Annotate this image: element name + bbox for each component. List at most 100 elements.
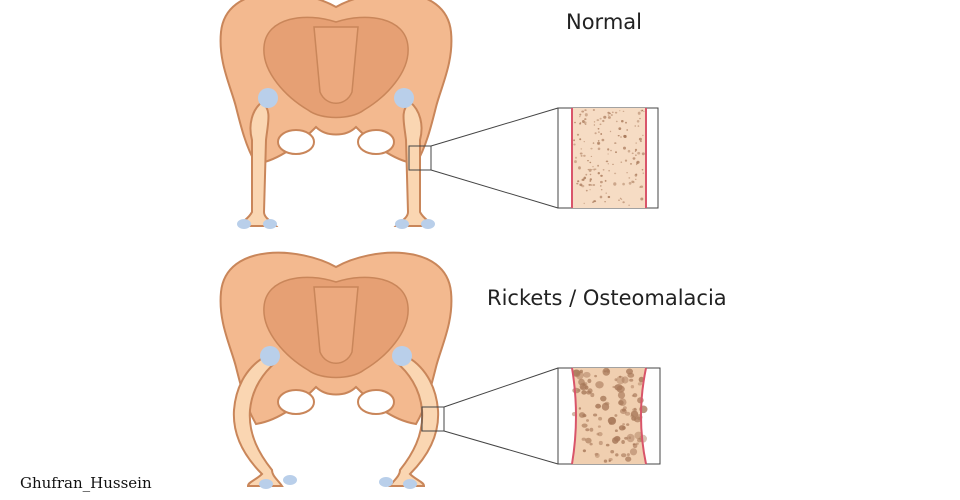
marrow-pore [584, 118, 587, 121]
knee-joint-right-rickets-2 [403, 479, 417, 489]
marrow-pore [614, 172, 617, 175]
marrow-pore [636, 162, 639, 165]
marrow-pore [614, 111, 618, 114]
marrow-pore [630, 163, 632, 165]
marrow-pore [599, 117, 602, 120]
normal-figure [219, 0, 659, 229]
marrow-pore [589, 180, 592, 182]
marrow-pore [628, 436, 631, 440]
marrow-pore [594, 374, 597, 378]
marrow-pore [635, 154, 637, 156]
marrow-pore [590, 155, 593, 157]
marrow-pore [642, 172, 645, 174]
marrow-pore [589, 442, 593, 446]
marrow-pore [620, 161, 623, 163]
marrow-pore [583, 141, 585, 143]
marrow-pore [582, 449, 587, 453]
marrow-pore [631, 416, 637, 421]
marrow-pore [591, 169, 593, 170]
marrow-pore [631, 180, 634, 183]
marrow-pore [593, 413, 598, 417]
marrow-pore [639, 140, 642, 143]
marrow-pore [626, 423, 630, 426]
marrow-pore [603, 370, 607, 373]
marrow-pore [579, 138, 582, 141]
knee-joint-right-normal-2 [421, 219, 435, 229]
marrow-pore [606, 369, 610, 373]
marrow-pore [637, 151, 641, 155]
marrow-pore [622, 201, 625, 204]
zoom-line-bottom-rickets [443, 430, 559, 465]
marrow-pore [592, 166, 594, 168]
marrow-pore [582, 120, 585, 123]
marrow-pore [618, 199, 620, 201]
zoom-box-rickets [421, 406, 445, 432]
marrow-pore [619, 197, 622, 199]
marrow-pore [640, 109, 643, 112]
marrow-pore [597, 164, 599, 167]
marrow-pore [637, 125, 640, 127]
label-normal: Normal [566, 10, 642, 34]
marrow-pore [587, 168, 589, 171]
marrow-pore [627, 372, 635, 378]
marrow-pore [600, 189, 603, 191]
marrow-pore [604, 201, 606, 203]
marrow-pore [576, 371, 584, 380]
hip-joint-left-rickets [260, 346, 280, 366]
marrow-pore [596, 119, 600, 122]
hip-joint-left-normal [258, 88, 278, 108]
marrow-pore [581, 423, 588, 428]
marrow-pore [623, 146, 626, 150]
marrow-pore [621, 376, 629, 384]
knee-joint-right-normal [395, 219, 409, 229]
marrow-pore [590, 392, 595, 398]
marrow-pore [593, 168, 596, 171]
marrow-pore [593, 124, 596, 126]
marrow-pore [629, 448, 638, 456]
marrow-pore [575, 156, 577, 159]
marrow-pore [622, 423, 625, 426]
marrow-pore [612, 163, 614, 165]
marrow-pore [597, 425, 601, 428]
zoom-box-normal [408, 145, 432, 171]
marrow-pore [587, 160, 589, 162]
marrow-pore [583, 154, 586, 157]
marrow-pore [592, 184, 596, 186]
marrow-pore [589, 427, 594, 432]
author-credit: Ghufran_Hussein [20, 474, 152, 492]
marrow-pore [580, 148, 583, 150]
marrow-pore [617, 135, 620, 137]
marrow-pore [592, 109, 596, 111]
marrow-pore [622, 110, 625, 112]
marrow-pore [626, 129, 629, 131]
marrow-pore [642, 134, 644, 137]
marrow-pore [607, 163, 609, 165]
marrow-pore [614, 378, 618, 382]
marrow-pore [639, 117, 641, 120]
marrow-pore [574, 160, 577, 164]
bone-section-rickets [557, 367, 661, 465]
marrow-pore [613, 182, 617, 186]
marrow-pore [618, 400, 624, 406]
marrow-pore [582, 178, 585, 181]
marrow-pore [577, 180, 580, 183]
marrow-pore [638, 137, 642, 141]
marrow-pore [588, 168, 592, 172]
marrow-pore [634, 148, 638, 151]
marrow-pore [611, 111, 614, 114]
rickets-figure [219, 251, 661, 489]
marrow-pore [607, 111, 610, 114]
marrow-pore [614, 414, 618, 417]
marrow-pore [576, 133, 580, 136]
marrow-pore [597, 147, 601, 151]
marrow-pore [585, 173, 588, 176]
marrow-pore [636, 442, 639, 445]
knee-joint-right-rickets [379, 477, 393, 487]
marrow-pore [595, 403, 601, 409]
marrow-pore [592, 201, 594, 203]
marrow-pore [579, 152, 583, 155]
marrow-pore [578, 378, 585, 386]
marrow-pore [628, 181, 632, 185]
label-rickets-osteomalacia: Rickets / Osteomalacia [487, 286, 727, 310]
